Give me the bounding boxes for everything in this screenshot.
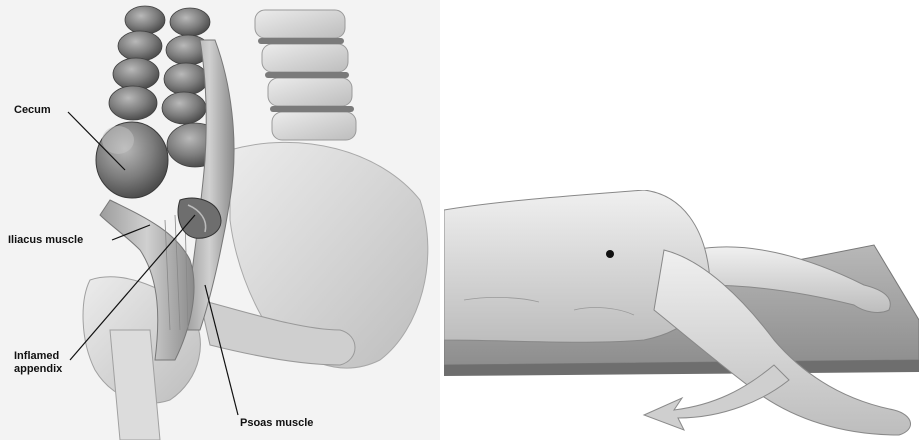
iliacus-muscle-label: Iliacus muscle bbox=[8, 234, 83, 247]
anatomy-drawing bbox=[0, 0, 440, 440]
psoas-sign-illustration bbox=[444, 190, 919, 440]
inflamed-appendix-label: Inflamed appendix bbox=[14, 350, 62, 376]
mcburney-point bbox=[606, 250, 614, 258]
cecum-label: Cecum bbox=[14, 104, 51, 117]
patient-drawing bbox=[444, 190, 919, 440]
anatomy-illustration: Cecum Iliacus muscle Inflamed appendix P… bbox=[0, 0, 440, 440]
psoas-muscle-label: Psoas muscle bbox=[240, 417, 313, 430]
